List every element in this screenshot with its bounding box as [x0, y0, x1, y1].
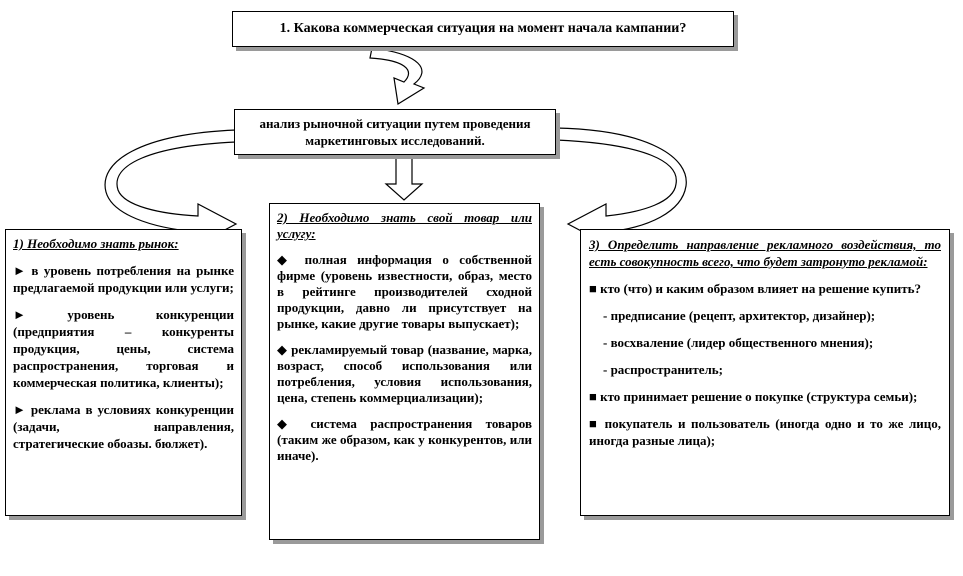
direction-subitem: - распространитель; [603, 362, 723, 377]
down-arrow [384, 155, 424, 201]
direction-item: ■ кто принимает решение о покупке (струк… [589, 389, 918, 404]
direction-subitem: - восхваление (лидер общественного мнени… [603, 335, 874, 350]
analysis-text: анализ рыночной ситуации путем проведени… [259, 116, 531, 148]
product-item: ◆ рекламируемый товар (название, марка, … [277, 342, 532, 405]
market-item: ► в уровень потребления на рынке предлаг… [13, 263, 234, 295]
direction-heading: 3) Определить направление рекламного воз… [589, 237, 941, 269]
direction-item: ■ покупатель и пользователь (иногда одно… [589, 416, 941, 448]
direction-box: 3) Определить направление рекламного воз… [580, 229, 950, 516]
product-item: ◆ система распространения товаров (таким… [277, 416, 532, 463]
direction-item: ■ кто (что) и каким образом влияет на ре… [589, 281, 921, 296]
market-heading: 1) Необходимо знать рынок: [13, 236, 179, 251]
direction-subitem: - предписание (рецепт, архитектор, дизай… [603, 308, 876, 323]
question-box: 1. Какова коммерческая ситуация на момен… [232, 11, 734, 47]
product-item: ◆ полная информация о собственной фирме … [277, 252, 532, 331]
analysis-box: анализ рыночной ситуации путем проведени… [234, 109, 556, 155]
product-box: 2) Необходимо знать свой товар или услуг… [269, 203, 540, 540]
question-title: 1. Какова коммерческая ситуация на момен… [279, 21, 687, 36]
product-heading: 2) Необходимо знать свой товар или услуг… [277, 210, 532, 241]
market-item: ► уровень конкуренции (предприятия – кон… [13, 307, 234, 390]
left-curved-arrow [104, 129, 238, 245]
market-item: ► реклама в условиях конкуренции (задачи… [13, 402, 234, 451]
curved-down-arrow [369, 47, 426, 105]
right-curved-arrow [555, 127, 687, 245]
market-box: 1) Необходимо знать рынок: ► в уровень п… [5, 229, 242, 516]
